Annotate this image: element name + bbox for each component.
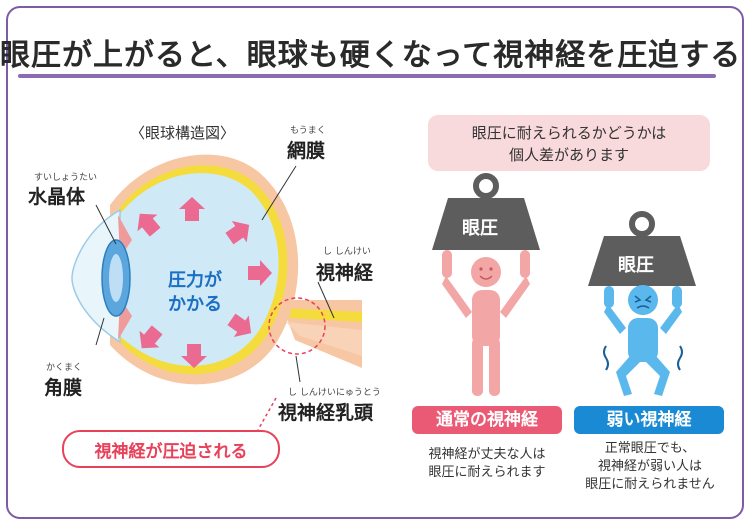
eye-diagram-heading: 〈眼球構造図〉 — [130, 124, 236, 142]
normal-weight-icon — [432, 173, 540, 250]
weak-desc-line3: 眼圧に耐えられません — [585, 477, 715, 492]
pressure-arrows — [137, 197, 272, 368]
optic-nerve-label: 視神経 — [316, 262, 374, 284]
normal-person-figure — [442, 250, 530, 396]
pressure-text-line1: 圧力が — [168, 270, 222, 291]
retina-ruby: もうまく — [290, 126, 326, 136]
title-underline — [18, 74, 716, 78]
normal-desc-line1: 視神経が丈夫な人は — [428, 447, 546, 462]
optic-disc-label: 視神経乳頭 — [278, 402, 374, 424]
bubble-text-line2: 個人差があります — [508, 146, 629, 164]
optic-nerve-trunk — [280, 300, 362, 368]
optic-nerve-ruby: し しんけい — [323, 247, 371, 257]
optic-disc-ruby: し しんけいにゅうとう — [288, 388, 381, 398]
weak-face-icon — [634, 295, 652, 309]
pressure-text-line2: かかる — [168, 294, 222, 315]
weak-weight-icon — [588, 211, 696, 286]
normal-desc-line2: 眼圧に耐えられます — [428, 465, 546, 480]
lens-label: 水晶体 — [28, 186, 86, 208]
compressed-callout-text: 視神経が圧迫される — [94, 442, 248, 462]
individual-difference-bubble — [428, 115, 710, 171]
normal-face-icon — [479, 267, 493, 280]
normal-weight-label: 眼圧 — [462, 218, 498, 239]
page-title: 眼圧が上がると、眼球も硬くなって視神経を圧迫する — [0, 38, 742, 73]
compressed-callout-box — [62, 430, 280, 468]
weak-person-figure — [604, 285, 682, 396]
weak-desc-line2: 視神経が弱い人は — [597, 459, 702, 474]
weak-optic-nerve-tag: 弱い視神経 — [574, 406, 724, 434]
cornea-label: 角膜 — [44, 377, 83, 399]
normal-optic-nerve-tag: 通常の視神経 — [412, 406, 562, 434]
bubble-text-line1: 眼圧に耐えられるかどうかは — [471, 124, 667, 142]
retina-label: 網膜 — [287, 140, 326, 162]
cornea-ruby: かくまく — [46, 363, 83, 373]
shake-lines-icon — [603, 345, 683, 371]
optic-disc-highlight — [268, 297, 326, 355]
weak-weight-label: 眼圧 — [618, 255, 654, 276]
weak-desc-line1: 正常眼圧でも、 — [604, 441, 696, 456]
lens-ruby: すいしょうたい — [34, 173, 98, 183]
